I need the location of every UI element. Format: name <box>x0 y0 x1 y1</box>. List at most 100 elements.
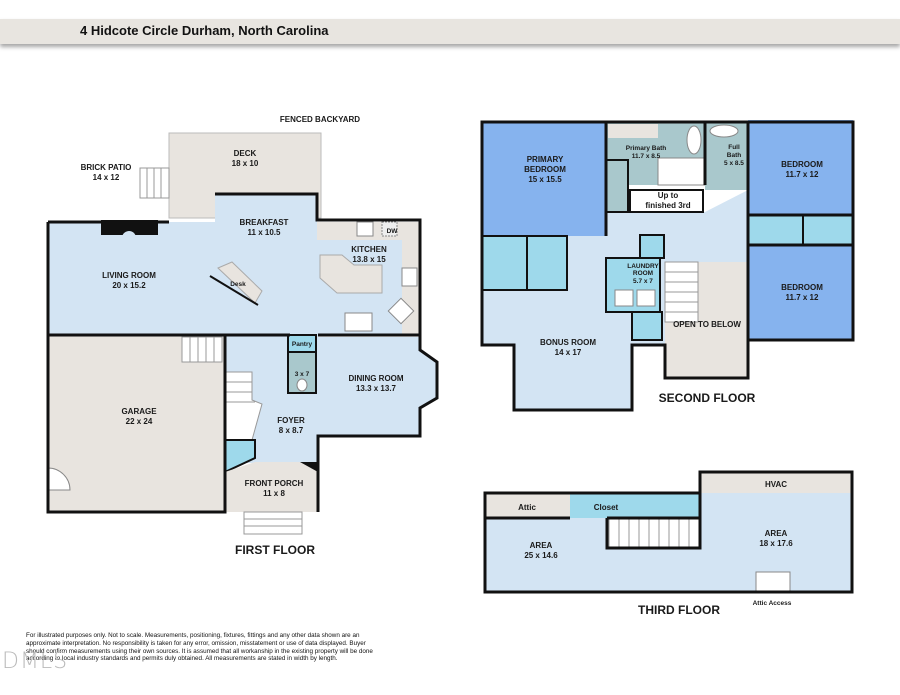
bedroom-closet-1 <box>747 214 804 246</box>
room-name: PRIMARY <box>527 155 564 164</box>
third-stairs <box>608 518 700 549</box>
third-floor-label: THIRD FLOOR <box>638 603 720 617</box>
range-icon <box>387 297 415 325</box>
bedroom-2 <box>748 120 853 215</box>
room-size: 11 x 10.5 <box>248 228 281 237</box>
bedroom-closet-2 <box>802 214 854 246</box>
watermark-logo: DMLS <box>2 649 69 674</box>
primary-bath-vanity <box>608 124 658 138</box>
room-name: Full <box>728 144 740 151</box>
fenced-backyard-label: FENCED BACKYARD <box>280 115 360 124</box>
room-name: FOYER <box>277 416 305 425</box>
room-name: BRICK PATIO <box>81 163 132 172</box>
garage-stairs <box>181 336 223 363</box>
disclaimer: For illustrated purposes only. Not to sc… <box>26 632 373 663</box>
room-name: BONUS ROOM <box>540 338 596 347</box>
hvac <box>700 472 852 493</box>
room-size: 11.7 x 12 <box>786 170 819 179</box>
room-size: 25 x 14.6 <box>524 551 558 560</box>
room-name: DECK <box>234 149 257 158</box>
title-bar: 4 Hidcote Circle Durham, North Carolina <box>0 19 900 44</box>
first-floor-label: FIRST FLOOR <box>235 543 315 557</box>
room-size: 5 x 8.5 <box>724 160 744 167</box>
dryer-icon <box>636 289 656 307</box>
room-size: 11 x 8 <box>263 489 285 498</box>
room-size: 22 x 24 <box>126 417 153 426</box>
room-name: AREA <box>530 541 553 550</box>
attic-access-label: Attic Access <box>753 600 792 607</box>
front-porch <box>225 462 318 512</box>
patio-stairs <box>139 167 170 199</box>
room-size: 13.3 x 13.7 <box>356 384 397 393</box>
room-name: Attic <box>518 503 536 512</box>
kitchen-island <box>319 254 383 294</box>
room-size: 14 x 12 <box>93 173 120 182</box>
stairs-up-label: finished 3rd <box>645 201 690 210</box>
primary-bedroom <box>482 122 606 236</box>
room-name: AREA <box>765 529 788 538</box>
room-name: DINING ROOM <box>348 374 403 383</box>
stairs-up-label: Up to <box>658 191 679 200</box>
first-floor <box>46 132 439 535</box>
stove-icon <box>401 267 418 287</box>
desk <box>217 261 263 304</box>
room-size: 8 x 8.7 <box>279 426 304 435</box>
second-stairs <box>664 261 699 323</box>
attic <box>485 493 570 518</box>
room-name: Bath <box>727 152 741 159</box>
property-address: 4 Hidcote Circle Durham, North Carolina <box>80 23 329 38</box>
room-name: BREAKFAST <box>240 218 289 227</box>
room-size: 20 x 15.2 <box>112 281 146 290</box>
sink-icon <box>356 221 374 237</box>
full-bath-tub-icon <box>709 124 739 138</box>
porch-steps <box>243 511 303 535</box>
attic-access-door <box>755 571 791 593</box>
pantry-label: Pantry <box>292 341 313 348</box>
dining-room <box>318 337 437 436</box>
room-size: 13.8 x 15 <box>352 255 386 264</box>
hall-closet <box>639 234 665 259</box>
fridge-icon <box>344 312 373 332</box>
room-size: 11.7 x 8.5 <box>632 153 661 160</box>
desk-label: Desk <box>230 281 246 288</box>
closet <box>570 493 700 518</box>
washer-icon <box>614 289 634 307</box>
door-icon <box>47 467 71 491</box>
room-size: 14 x 17 <box>555 348 582 357</box>
room-size: 5.7 x 7 <box>633 278 653 285</box>
fireplace <box>101 220 158 235</box>
bathtub-icon <box>686 125 702 155</box>
shower <box>657 157 706 186</box>
primary-closet-1 <box>481 235 528 291</box>
room-name: HVAC <box>765 480 787 489</box>
garage <box>48 335 225 512</box>
second-floor-label: SECOND FLOOR <box>659 391 756 405</box>
room-name: LIVING ROOM <box>102 271 156 280</box>
room-name: LAUNDRY <box>627 263 659 270</box>
second-floor <box>480 120 855 412</box>
room-name: BEDROOM <box>524 165 566 174</box>
toilet-icon <box>296 378 308 392</box>
dishwasher <box>381 221 398 237</box>
primary-closet-2 <box>526 235 568 291</box>
room-name: GARAGE <box>121 407 157 416</box>
room-name: Primary Bath <box>626 145 666 152</box>
stairs-up <box>629 189 704 213</box>
room-size: 18 x 10 <box>232 159 259 168</box>
room-size: 11.7 x 12 <box>786 293 819 302</box>
room-name: BEDROOM <box>781 283 823 292</box>
room-name: FRONT PORCH <box>245 479 304 488</box>
room-size: 15 x 15.5 <box>528 175 562 184</box>
room-name: BEDROOM <box>781 160 823 169</box>
bedroom-3 <box>748 245 853 340</box>
room-name: ROOM <box>633 270 653 277</box>
room-name: KITCHEN <box>351 245 387 254</box>
open-to-below-label: OPEN TO BELOW <box>673 320 741 329</box>
half-bath-label: 3 x 7 <box>295 371 310 378</box>
bonus-closet <box>631 311 663 341</box>
third-floor <box>483 470 854 594</box>
room-size: 18 x 17.6 <box>759 539 793 548</box>
toilet-room <box>605 159 629 213</box>
room-name: Closet <box>594 503 619 512</box>
